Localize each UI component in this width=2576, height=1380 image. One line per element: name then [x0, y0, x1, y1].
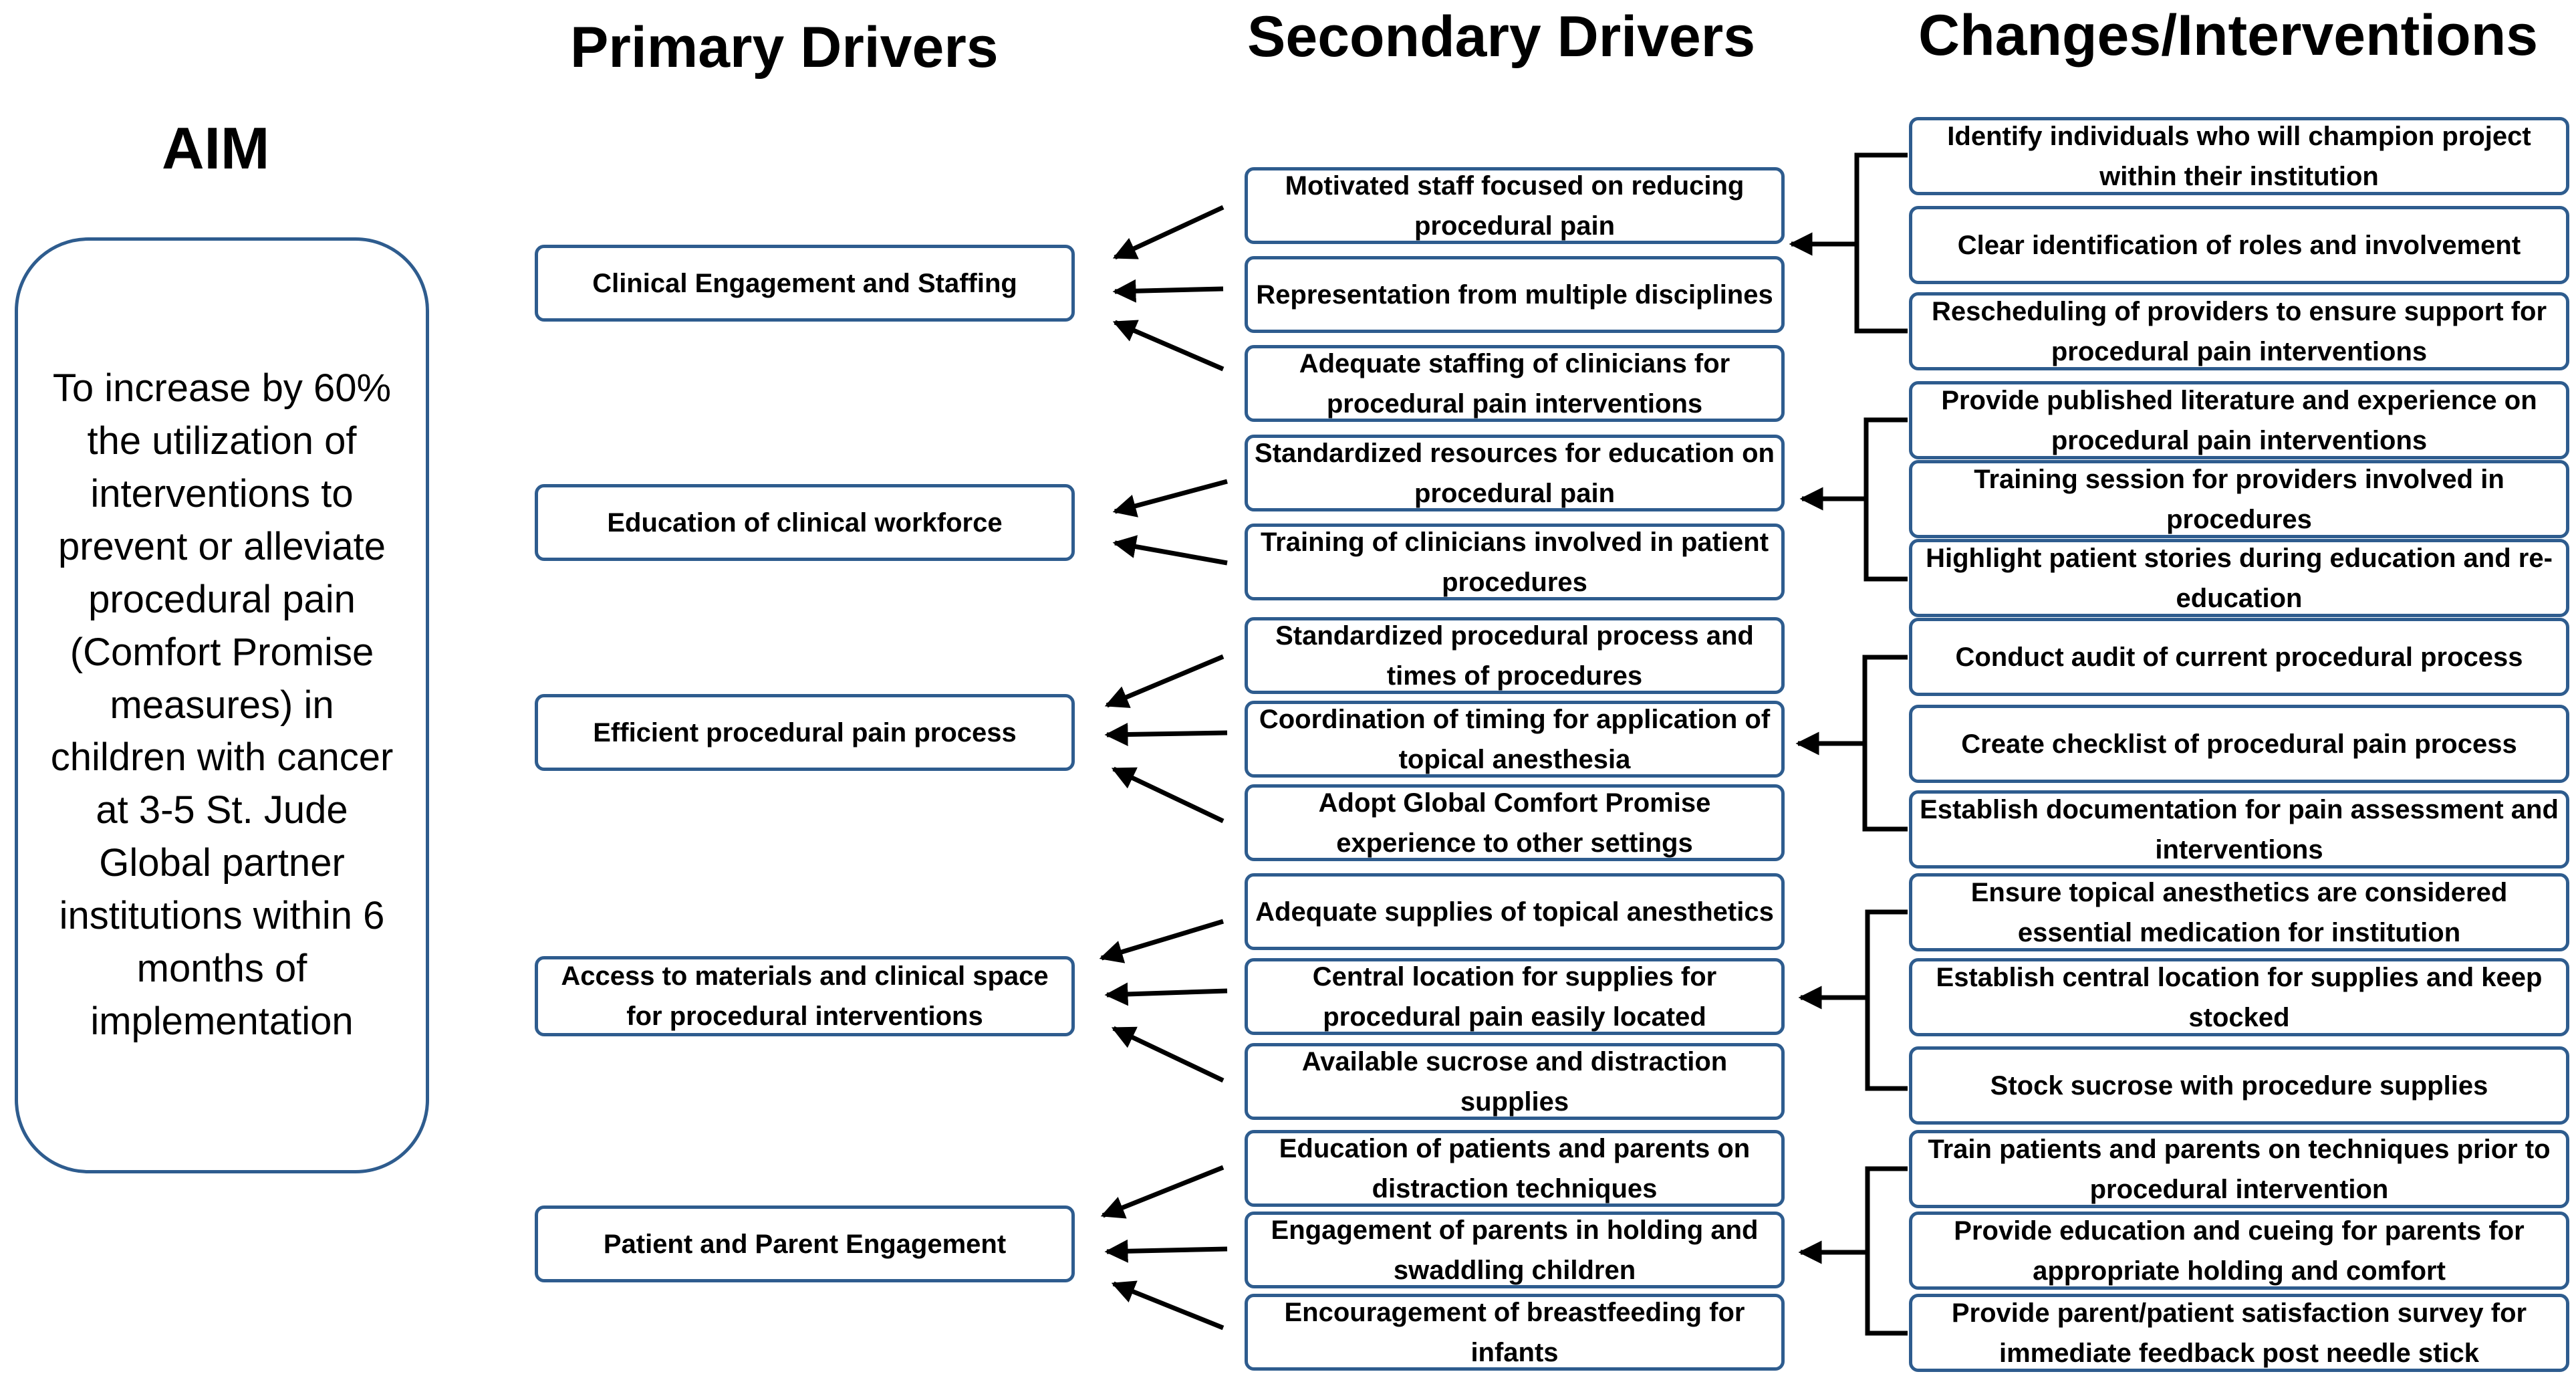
secondary-driver-training-clinicians: Training of clinicians involved in patie… — [1245, 524, 1785, 600]
intervention-label: Ensure topical anesthetics are considere… — [1970, 877, 2508, 947]
intervention-satisfaction-survey: Provide parent/patient satisfaction surv… — [1909, 1294, 2569, 1372]
secondary-driver-label: Training of clinicians involved in patie… — [1260, 527, 1769, 597]
intervention-published-literature: Provide published literature and experie… — [1909, 381, 2569, 459]
secondary-driver-label: Encouragement of breastfeeding for infan… — [1284, 1297, 1745, 1367]
secondary-driver-standardized-process: Standardized procedural process and time… — [1245, 617, 1785, 694]
secondary-driver-label: Education of patients and parents on dis… — [1279, 1133, 1751, 1203]
secondary-driver-label: Adequate staffing of clinicians for proc… — [1299, 348, 1730, 419]
intervention-stock-sucrose: Stock sucrose with procedure supplies — [1909, 1046, 2569, 1125]
arrow-sec-to-primary — [1112, 205, 1225, 260]
secondary-driver-engagement-parents: Engagement of parents in holding and swa… — [1245, 1212, 1785, 1288]
primary-driver-label: Efficient procedural pain process — [593, 717, 1017, 748]
secondary-driver-label: Available sucrose and distraction suppli… — [1301, 1046, 1728, 1117]
secondary-driver-coordination-timing: Coordination of timing for application o… — [1245, 701, 1785, 778]
secondary-driver-label: Central location for supplies for proced… — [1312, 961, 1717, 1032]
intervention-label: Stock sucrose with procedure supplies — [1990, 1070, 2488, 1101]
secondary-driver-label: Representation from multiple disciplines — [1256, 279, 1773, 310]
secondary-driver-supplies-topical: Adequate supplies of topical anesthetics — [1245, 873, 1785, 950]
intervention-training-session: Training session for providers involved … — [1909, 460, 2569, 538]
intervention-label: Establish documentation for pain assessm… — [1920, 794, 2559, 865]
arrow-sec-to-primary — [1104, 982, 1228, 1006]
secondary-driver-standardized-resources: Standardized resources for education on … — [1245, 435, 1785, 511]
intervention-champion: Identify individuals who will champion p… — [1909, 117, 2569, 195]
intervention-cueing-parents: Provide education and cueing for parents… — [1909, 1212, 2569, 1290]
intervention-label: Training session for providers involved … — [1974, 464, 2504, 534]
intervention-essential-medication: Ensure topical anesthetics are considere… — [1909, 873, 2569, 951]
intervention-audit: Conduct audit of current procedural proc… — [1909, 618, 2569, 696]
arrow-sec-to-primary — [1099, 919, 1225, 963]
secondary-driver-adequate-staffing: Adequate staffing of clinicians for proc… — [1245, 345, 1785, 422]
intervention-label: Provide education and cueing for parents… — [1954, 1216, 2525, 1286]
bracket-group-4 — [1865, 909, 1908, 1091]
intervention-label: Create checklist of procedural pain proc… — [1961, 729, 2517, 759]
arrow-sec-to-primary — [1111, 1026, 1225, 1083]
intervention-label: Rescheduling of providers to ensure supp… — [1931, 296, 2547, 366]
secondary-driver-motivated-staff: Motivated staff focused on reducing proc… — [1245, 167, 1785, 244]
secondary-driver-label: Standardized procedural process and time… — [1275, 620, 1754, 691]
secondary-driver-label: Adopt Global Comfort Promise experience … — [1318, 788, 1711, 858]
intervention-label: Conduct audit of current procedural proc… — [1955, 642, 2523, 672]
secondary-driver-label: Engagement of parents in holding and swa… — [1271, 1215, 1759, 1285]
primary-driver-efficient-process: Efficient procedural pain process — [535, 694, 1075, 771]
secondary-driver-adopt-comfort-promise: Adopt Global Comfort Promise experience … — [1245, 784, 1785, 861]
arrow-sec-to-primary — [1104, 654, 1225, 708]
secondary-driver-multiple-disciplines: Representation from multiple disciplines — [1245, 256, 1785, 333]
bracket-group-1 — [1854, 152, 1908, 334]
primary-driver-label: Access to materials and clinical space f… — [561, 961, 1049, 1031]
arrow-sec-to-primary — [1112, 535, 1228, 566]
aim-text: To increase by 60% the utilization of in… — [50, 366, 394, 1043]
secondary-driver-central-location: Central location for supplies for proced… — [1245, 958, 1785, 1035]
intervention-label: Provide parent/patient satisfaction surv… — [1951, 1298, 2527, 1368]
primary-driver-patient-parent: Patient and Parent Engagement — [535, 1205, 1075, 1282]
secondary-driver-label: Motivated staff focused on reducing proc… — [1285, 170, 1745, 241]
arrow-sec-to-primary — [1111, 1280, 1225, 1331]
arrow-sec-to-primary — [1111, 766, 1225, 824]
primary-driver-clinical-engagement: Clinical Engagement and Staffing — [535, 245, 1075, 322]
intervention-rescheduling: Rescheduling of providers to ensure supp… — [1909, 292, 2569, 370]
arrow-sec-to-primary — [1112, 479, 1228, 518]
bracket-group-3 — [1862, 655, 1908, 832]
intervention-label: Identify individuals who will champion p… — [1947, 121, 2531, 191]
intervention-label: Provide published literature and experie… — [1941, 385, 2537, 455]
intervention-roles: Clear identification of roles and involv… — [1909, 206, 2569, 284]
aim-header: AIM — [162, 115, 270, 181]
secondary-driver-education-patients: Education of patients and parents on dis… — [1245, 1130, 1785, 1207]
arrow-sec-to-primary — [1112, 279, 1224, 303]
secondary-driver-label: Coordination of timing for application o… — [1259, 704, 1771, 774]
arrow-sec-to-primary — [1104, 1239, 1228, 1263]
secondary-driver-label: Standardized resources for education on … — [1255, 438, 1775, 508]
primary-driver-label: Patient and Parent Engagement — [603, 1229, 1007, 1259]
secondary-drivers-header: Secondary Drivers — [1247, 5, 1756, 69]
intervention-label: Train patients and parents on techniques… — [1928, 1134, 2551, 1204]
primary-driver-label: Education of clinical workforce — [607, 507, 1003, 538]
arrow-sec-to-primary — [1104, 722, 1228, 746]
intervention-label: Highlight patient stories during educati… — [1926, 543, 2553, 613]
changes-interventions-header: Changes/Interventions — [1918, 3, 2539, 68]
primary-driver-education: Education of clinical workforce — [535, 484, 1075, 561]
bracket-group-2 — [1863, 417, 1908, 582]
secondary-driver-breastfeeding: Encouragement of breastfeeding for infan… — [1245, 1294, 1785, 1371]
arrow-sec-to-primary — [1112, 320, 1225, 372]
secondary-driver-label: Adequate supplies of topical anesthetics — [1255, 897, 1774, 927]
intervention-checklist: Create checklist of procedural pain proc… — [1909, 705, 2569, 783]
intervention-documentation: Establish documentation for pain assessm… — [1909, 790, 2569, 869]
bracket-group-5 — [1865, 1166, 1908, 1336]
intervention-central-location: Establish central location for supplies … — [1909, 958, 2569, 1036]
arrow-sec-to-primary — [1100, 1165, 1225, 1219]
primary-drivers-header: Primary Drivers — [570, 15, 999, 80]
aim-box: To increase by 60% the utilization of in… — [15, 237, 429, 1173]
primary-driver-access-materials: Access to materials and clinical space f… — [535, 956, 1075, 1036]
intervention-train-patients: Train patients and parents on techniques… — [1909, 1130, 2569, 1208]
secondary-driver-sucrose-distraction: Available sucrose and distraction suppli… — [1245, 1043, 1785, 1120]
intervention-patient-stories: Highlight patient stories during educati… — [1909, 539, 2569, 617]
primary-driver-label: Clinical Engagement and Staffing — [592, 268, 1017, 298]
intervention-label: Establish central location for supplies … — [1936, 962, 2543, 1032]
intervention-label: Clear identification of roles and involv… — [1957, 230, 2521, 260]
